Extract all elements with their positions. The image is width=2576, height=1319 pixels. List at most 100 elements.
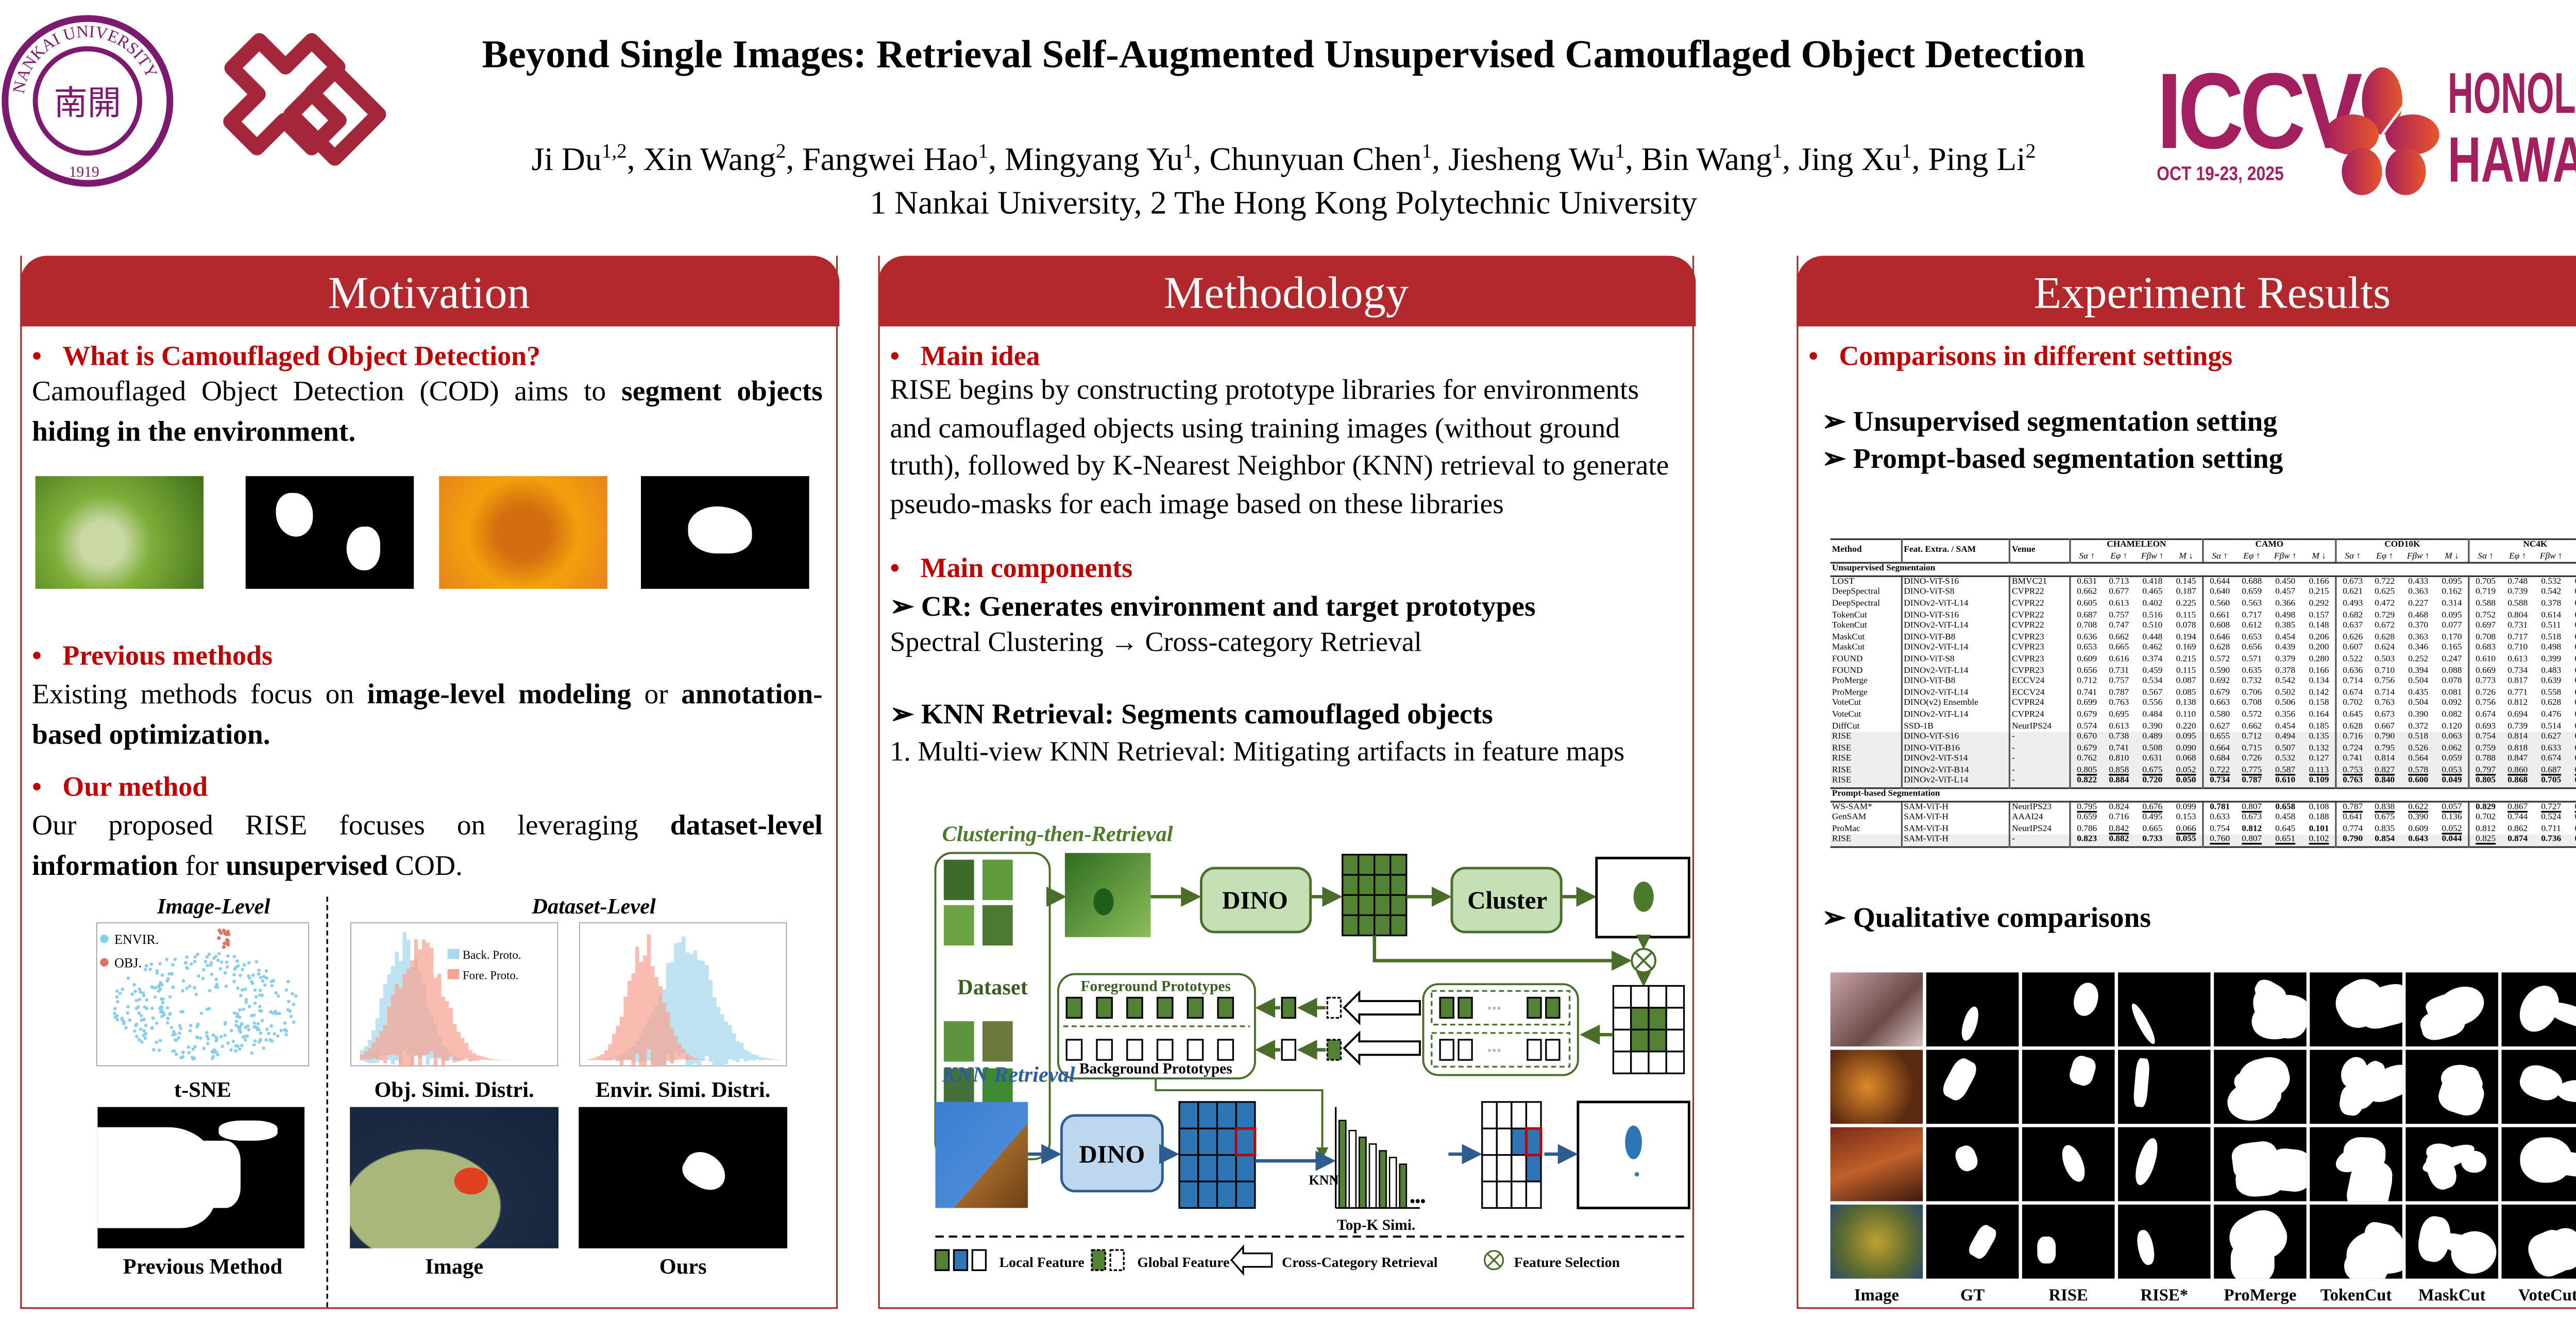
metric-value-cell: 0.847 xyxy=(2501,754,2534,766)
text-bold: annotation-based optimization. xyxy=(32,678,823,750)
tsne-point-envir xyxy=(144,1024,148,1027)
svg-text:•••: ••• xyxy=(1487,1043,1501,1058)
legend-obj-marker xyxy=(100,958,109,967)
feature-cell xyxy=(1374,874,1392,896)
tsne-point-envir xyxy=(178,1024,181,1027)
cross-category-arrow-icon xyxy=(1343,990,1421,1066)
feature-cell xyxy=(1216,1180,1237,1209)
venue-cell: NeurIPS24 xyxy=(2009,824,2071,836)
qualitative-mask xyxy=(2118,1127,2211,1202)
tsne-point-envir xyxy=(210,1050,214,1054)
metric-value-cell: 0.627 xyxy=(2210,721,2230,731)
metric-value-cell: 0.162 xyxy=(2435,587,2470,599)
feature-cell xyxy=(1216,1101,1237,1129)
metric-value-cell: 0.727 xyxy=(2541,802,2562,813)
histogram-bar xyxy=(751,1054,755,1061)
our-method-heading: • Our method xyxy=(32,770,208,803)
metric-value-cell: 0.757 xyxy=(2109,610,2129,620)
metric-value-cell: 0.099 xyxy=(2170,801,2204,813)
metric-header: Sα ↑ xyxy=(2335,551,2369,564)
metric-value-cell: 0.711 xyxy=(2541,824,2561,835)
qualitative-input-image xyxy=(1830,1050,1923,1124)
tsne-point-envir xyxy=(154,986,158,990)
histogram-bar xyxy=(414,939,418,1056)
feature-cell xyxy=(1235,1154,1256,1182)
tsne-point-envir xyxy=(142,1034,145,1038)
metric-value-cell: 0.814 xyxy=(2368,754,2401,766)
metric-value-cell: 0.659 xyxy=(2077,813,2097,823)
legend-local-feature-icon xyxy=(934,1249,987,1271)
tsne-point-envir xyxy=(214,1039,218,1043)
tsne-point-envir xyxy=(255,995,258,999)
tsne-point-envir xyxy=(262,1046,265,1050)
metric-value-cell: 0.374 xyxy=(2142,654,2163,665)
tsne-point-envir xyxy=(292,1020,296,1024)
tsne-point-envir xyxy=(149,962,154,966)
feature-cell xyxy=(1648,985,1667,1009)
main-components-label: Main components xyxy=(920,552,1133,584)
metric-value-cell: 0.679 xyxy=(2070,743,2103,754)
metric-value-cell: 0.564 xyxy=(2400,754,2436,766)
qualitative-mask xyxy=(2214,1204,2307,1279)
method-cell: RISE xyxy=(1830,743,1903,754)
metric-value-cell: 0.759 xyxy=(2468,743,2502,754)
metric-value-cell: 0.610 xyxy=(2476,654,2496,665)
metric-value-cell: 0.085 xyxy=(2170,687,2204,699)
qualitative-input-image xyxy=(1830,1204,1923,1279)
frog-lilypad-image xyxy=(350,1107,559,1248)
tsne-point-envir xyxy=(239,1030,243,1034)
method-cell: DeepSpectral xyxy=(1830,587,1903,599)
tsne-point-envir xyxy=(179,1010,183,1013)
tsne-point-envir xyxy=(225,965,229,969)
author: Xin Wang2 xyxy=(643,138,786,178)
tsne-point-envir xyxy=(133,989,137,993)
tsne-point-envir xyxy=(273,1032,277,1036)
metric-value-cell: 0.127 xyxy=(2302,754,2337,766)
tsne-point-envir xyxy=(218,967,223,971)
metric-value-cell: 0.379 xyxy=(2275,654,2296,665)
metric-value-cell: 0.661 xyxy=(2210,610,2230,620)
tsne-point-envir xyxy=(115,995,119,999)
metric-value-cell: 0.506 xyxy=(2275,699,2296,709)
tsne-point-envir xyxy=(231,1040,235,1043)
tsne-point-envir xyxy=(286,979,290,984)
metric-value-cell: 0.495 xyxy=(2142,813,2163,823)
metric-value-cell: 0.628 xyxy=(2343,721,2363,731)
histogram-bar xyxy=(453,1024,457,1062)
author: Jiesheng Wu1 xyxy=(1448,138,1625,178)
metric-value-cell: 0.713 xyxy=(2109,577,2129,587)
text: COD. xyxy=(387,849,463,881)
metric-value-cell: 0.613 xyxy=(2109,721,2129,731)
metric-value-cell: 0.082 xyxy=(2435,709,2470,721)
histogram-bar xyxy=(654,977,659,1067)
metric-value-cell: 0.805 xyxy=(2070,765,2103,776)
venue-cell: - xyxy=(2009,835,2071,848)
histogram-bar xyxy=(492,1059,496,1060)
tsne-point-envir xyxy=(205,1034,209,1038)
metric-value-cell: 0.052 xyxy=(2170,765,2204,776)
unsup-label: Unsupervised segmentation setting xyxy=(1853,405,2278,437)
feature-cell xyxy=(1235,1180,1256,1209)
tsne-point-envir xyxy=(187,1051,191,1055)
metric-value-cell: 0.390 xyxy=(2408,813,2429,823)
venue-cell: CVPR23 xyxy=(2009,643,2071,655)
affiliations: 1 Nankai University, 2 The Hong Kong Pol… xyxy=(870,187,1698,223)
metric-value-cell: 0.094 xyxy=(2569,699,2576,710)
metric-value-cell: 0.170 xyxy=(2435,632,2470,644)
metric-value-cell: 0.110 xyxy=(2170,709,2204,721)
metric-value-cell: 0.567 xyxy=(2142,687,2163,698)
metric-value-cell: 0.665 xyxy=(2142,824,2163,835)
histogram-bar xyxy=(685,952,690,1067)
nankai-logo: NANKAI UNIVERSITY 1919 南開 xyxy=(2,15,174,187)
tsne-point-envir xyxy=(214,1050,218,1054)
metric-value-cell: 0.078 xyxy=(2170,621,2204,632)
metric-value-cell: 0.588 xyxy=(2507,599,2528,609)
tsne-point-envir xyxy=(130,992,134,996)
metric-value-cell: 0.378 xyxy=(2541,599,2562,609)
histogram-bar xyxy=(666,1012,670,1061)
example-image-frog-leaf xyxy=(35,476,204,589)
